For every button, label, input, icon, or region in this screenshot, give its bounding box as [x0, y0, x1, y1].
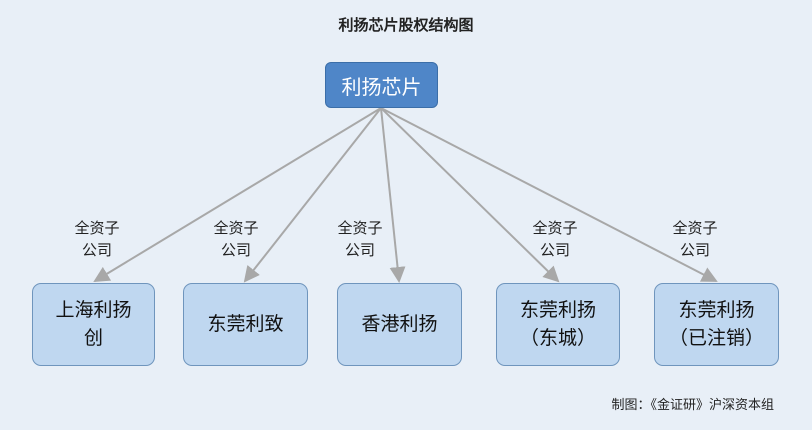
- edge-label: 全资子公司: [213, 219, 259, 259]
- edge-label: 全资子公司: [532, 219, 578, 259]
- diagram-title: 利扬芯片股权结构图: [338, 16, 474, 34]
- connector-arrow: [380, 107, 406, 283]
- edge-label: 全资子公司: [337, 219, 383, 259]
- root-node: 利扬芯片: [325, 62, 438, 108]
- connector-arrow: [380, 107, 718, 282]
- connector-arrow: [243, 107, 382, 283]
- edge-label: 全资子公司: [74, 219, 120, 259]
- connector-arrow: [93, 107, 382, 283]
- child-node-dongguan-liyang-dongcheng: 东莞利扬 （东城）: [496, 283, 620, 366]
- node-line: 香港利扬: [361, 312, 438, 335]
- edge-label: 全资子公司: [672, 219, 718, 259]
- node-line: 创: [83, 326, 103, 349]
- child-node-dongguan-lizhi: 东莞利致: [183, 283, 308, 366]
- node-line: （东城）: [519, 326, 596, 349]
- node-line: 东莞利扬: [678, 298, 755, 321]
- root-node-label: 利扬芯片: [341, 74, 422, 99]
- node-line: （已注销）: [668, 326, 764, 349]
- connector-arrow: [380, 107, 560, 283]
- node-line: 东莞利致: [207, 312, 284, 335]
- child-node-hongkong-liyang: 香港利扬: [337, 283, 462, 366]
- child-node-dongguan-liyang-deregistered: 东莞利扬 （已注销）: [654, 283, 779, 366]
- node-line: 东莞利扬: [519, 298, 596, 321]
- child-node-shanghai-liyang: 上海利扬 创: [32, 283, 155, 366]
- source-caption: 制图：《金证研》沪深资本组: [611, 398, 774, 413]
- node-line: 上海利扬: [55, 298, 132, 321]
